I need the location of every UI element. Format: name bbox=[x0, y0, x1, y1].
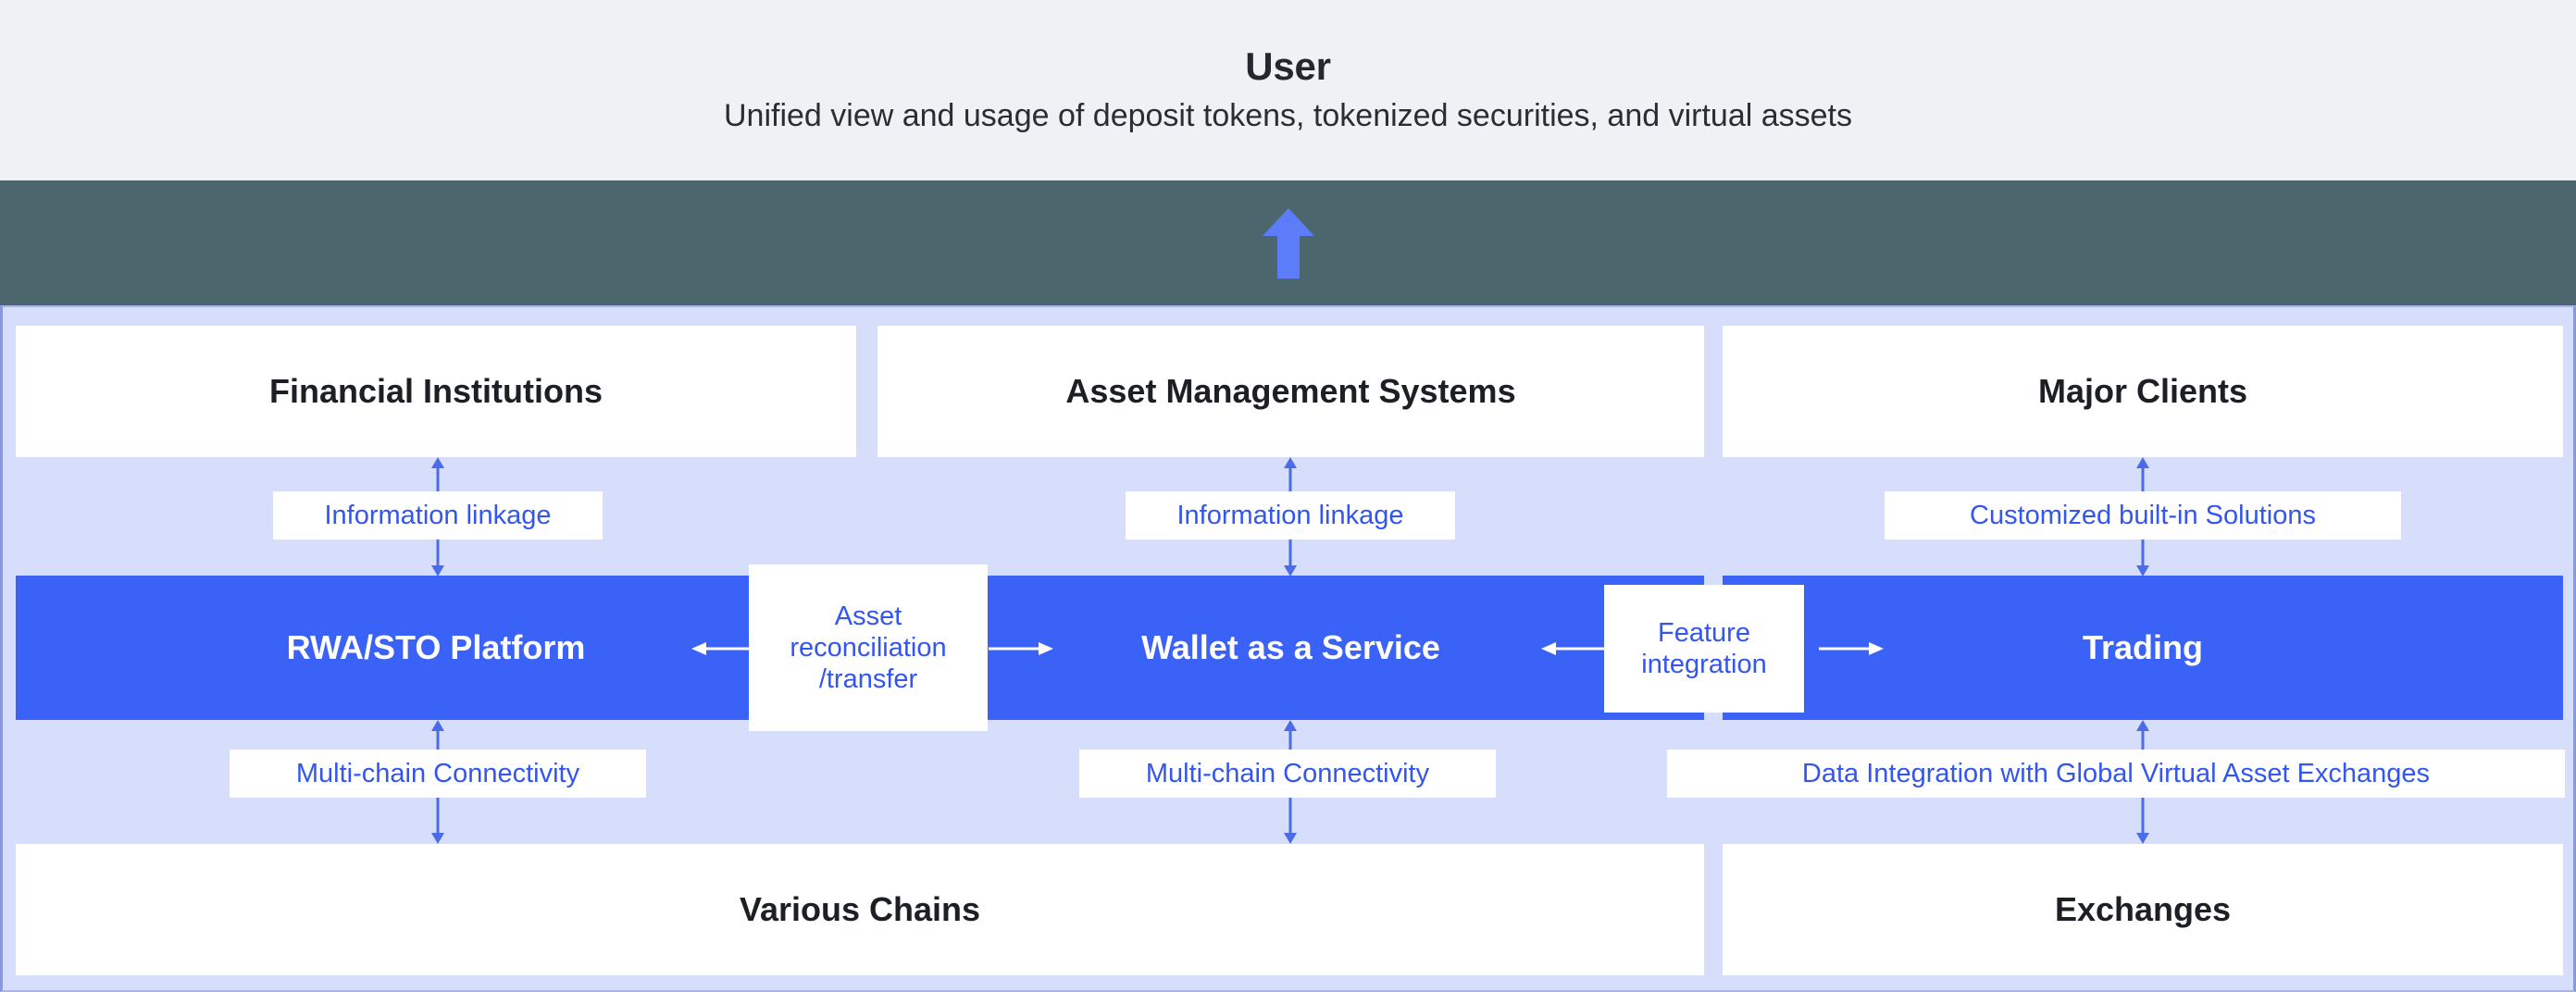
arrow-down-exchanges-icon bbox=[2136, 796, 2149, 844]
up-arrow-icon bbox=[1262, 207, 1314, 279]
connector-label-multi-chain-connectivity-1: Multi-chain Connectivity bbox=[230, 750, 646, 798]
architecture-diagram: Financial Institutions Asset Management … bbox=[0, 305, 2576, 992]
connector-label-information-linkage-2: Information linkage bbox=[1126, 491, 1455, 539]
connector-label-feature-integration: Feature integration bbox=[1604, 585, 1804, 713]
connector-label-data-integration-global-virtual-asset-exchanges: Data Integration with Global Virtual Ass… bbox=[1667, 750, 2565, 798]
box-various-chains[interactable]: Various Chains bbox=[16, 844, 1704, 975]
connector-label-information-linkage-1: Information linkage bbox=[273, 491, 603, 539]
connector-label-customized-builtin-solutions: Customized built-in Solutions bbox=[1885, 491, 2401, 539]
arrow-left-asset-reconciliation-icon bbox=[691, 642, 756, 655]
arrow-left-feature-integration-icon bbox=[1541, 642, 1606, 655]
arrow-up-financial-institutions-icon bbox=[431, 457, 444, 494]
arrow-down-financial-institutions-icon bbox=[431, 538, 444, 577]
arrow-up-asset-management-icon bbox=[1284, 457, 1297, 494]
connector-label-asset-reconciliation-transfer: Asset reconciliation /transfer bbox=[749, 564, 988, 731]
arrow-right-feature-integration-icon bbox=[1819, 642, 1884, 655]
arrow-down-various-chains-2-icon bbox=[1284, 796, 1297, 844]
arrow-down-various-chains-1-icon bbox=[431, 796, 444, 844]
box-major-clients[interactable]: Major Clients bbox=[1723, 326, 2563, 457]
arrow-up-major-clients-icon bbox=[2136, 457, 2149, 494]
box-asset-management-systems[interactable]: Asset Management Systems bbox=[877, 326, 1704, 457]
box-financial-institutions[interactable]: Financial Institutions bbox=[16, 326, 856, 457]
arrow-right-asset-reconciliation-icon bbox=[989, 642, 1053, 655]
teal-separator-band bbox=[0, 180, 2576, 305]
page-title: User bbox=[1245, 43, 1331, 88]
connector-label-multi-chain-connectivity-2: Multi-chain Connectivity bbox=[1079, 750, 1496, 798]
arrow-down-major-clients-icon bbox=[2136, 538, 2149, 577]
arrow-down-asset-management-icon bbox=[1284, 538, 1297, 577]
user-header-band: User Unified view and usage of deposit t… bbox=[0, 0, 2576, 180]
page-subtitle: Unified view and usage of deposit tokens… bbox=[723, 97, 1853, 133]
box-exchanges[interactable]: Exchanges bbox=[1723, 844, 2563, 975]
